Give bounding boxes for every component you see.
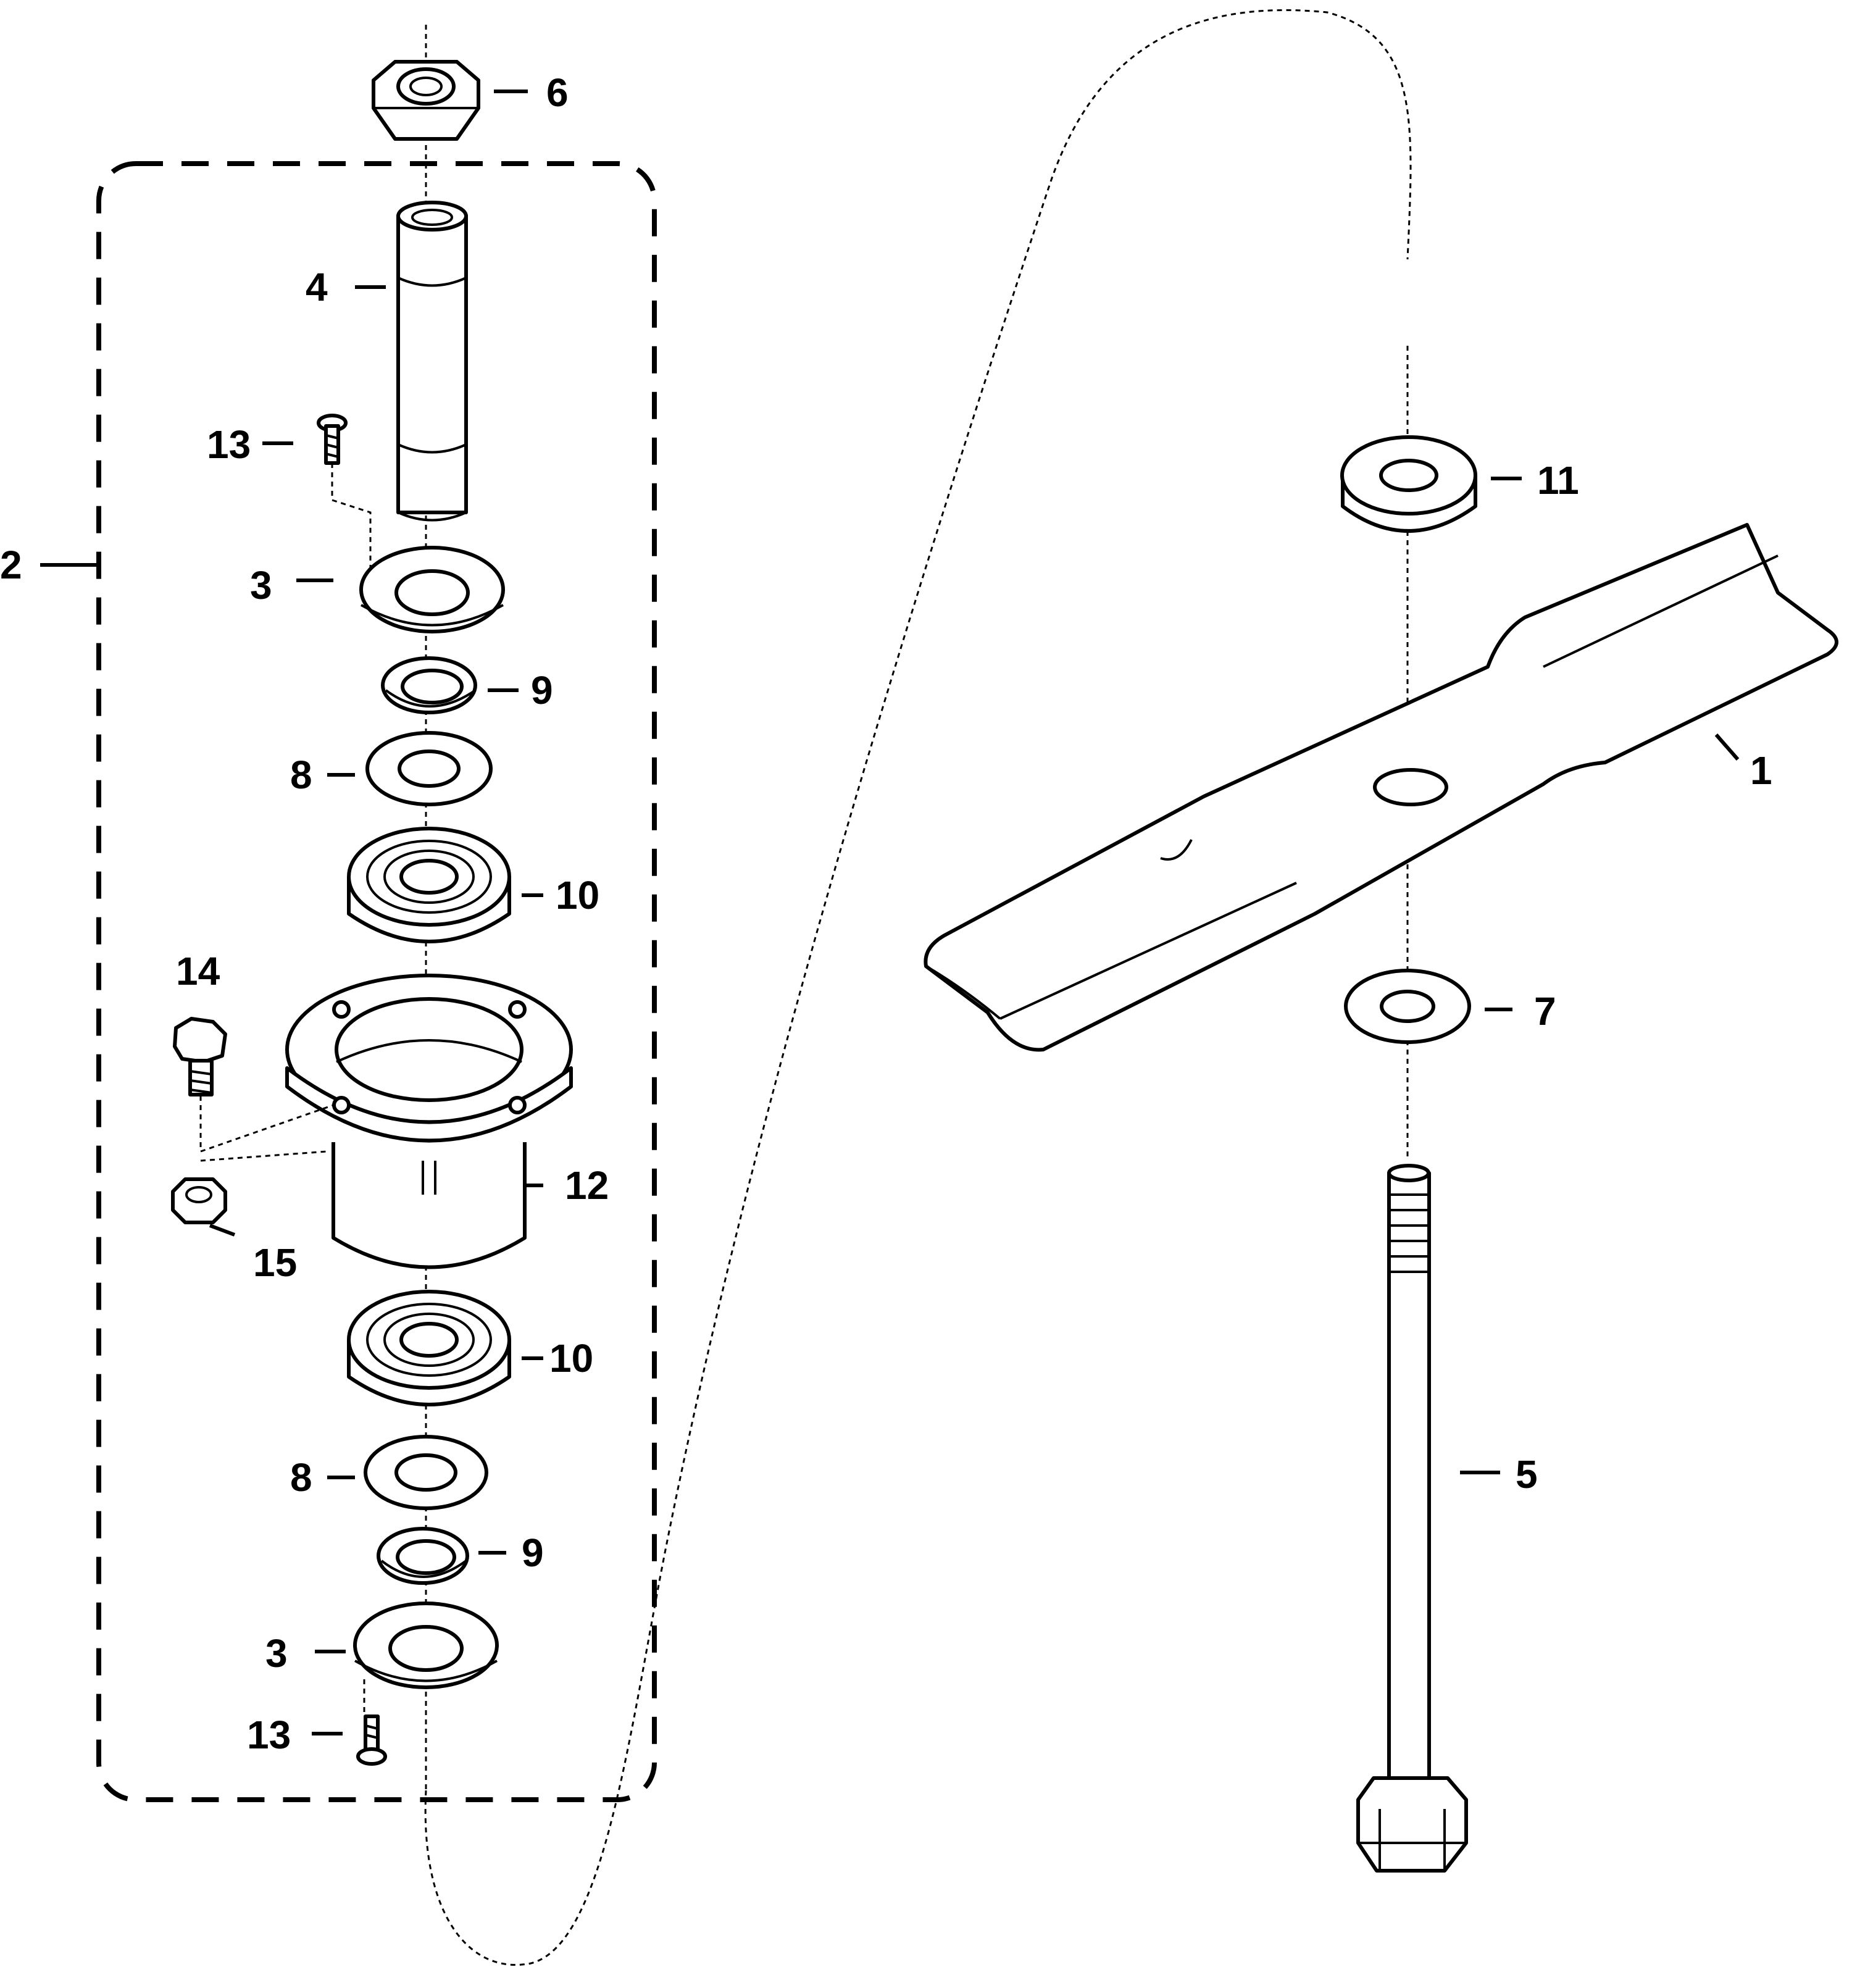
- blade-bolt-part-5: [1356, 1164, 1468, 1873]
- label-part-13-bottom: 13: [247, 1713, 291, 1757]
- spindle-assembly-box: [96, 161, 657, 1802]
- label-part-12: 12: [565, 1163, 609, 1208]
- washer-part-8-bottom: [364, 1435, 488, 1510]
- leader-1: [1714, 733, 1740, 761]
- label-part-4: 4: [306, 265, 328, 309]
- label-part-3-bottom: 3: [265, 1631, 288, 1676]
- label-part-10-bottom: 10: [549, 1336, 593, 1380]
- leader-15: [209, 1224, 236, 1237]
- spindle-shaft-part-4: [396, 201, 468, 522]
- nut-part-15: [171, 1177, 227, 1224]
- bolt-part-14: [173, 1017, 334, 1162]
- connector-loop: [424, 9, 1412, 1966]
- label-part-13-top: 13: [207, 422, 251, 467]
- label-part-5: 5: [1516, 1452, 1538, 1497]
- label-part-3-top: 3: [250, 563, 272, 608]
- label-part-1: 1: [1750, 748, 1772, 793]
- washer-part-7: [1344, 969, 1471, 1044]
- label-part-2: 2: [0, 543, 22, 587]
- bearing-part-10-top: [347, 827, 511, 943]
- spindle-housing-part-12: [285, 974, 573, 1269]
- label-part-7: 7: [1534, 989, 1556, 1034]
- label-part-8-top: 8: [290, 753, 312, 797]
- bearing-part-10-bottom: [347, 1290, 511, 1406]
- mower-blade-part-1: [924, 523, 1838, 1052]
- label-part-8-bottom: 8: [290, 1455, 312, 1500]
- snap-ring-part-9-bottom: [377, 1527, 469, 1585]
- label-part-9-top: 9: [531, 668, 553, 712]
- snap-ring-part-9-top: [381, 656, 477, 714]
- label-part-9-bottom: 9: [522, 1531, 544, 1575]
- washer-part-8-top: [365, 731, 493, 806]
- label-part-11: 11: [1537, 458, 1579, 503]
- hex-nut-part-6: [372, 60, 480, 141]
- label-part-14: 14: [176, 949, 220, 993]
- label-part-15: 15: [253, 1240, 297, 1285]
- retainer-plate-part-3-top: [359, 546, 505, 633]
- screw-part-13-top: [317, 414, 372, 593]
- label-part-6: 6: [546, 70, 569, 115]
- retainer-plate-part-3-bottom: [353, 1602, 499, 1689]
- label-part-10-top: 10: [556, 873, 599, 917]
- spacer-part-11: [1340, 435, 1477, 533]
- screw-part-13-bottom: [356, 1679, 387, 1766]
